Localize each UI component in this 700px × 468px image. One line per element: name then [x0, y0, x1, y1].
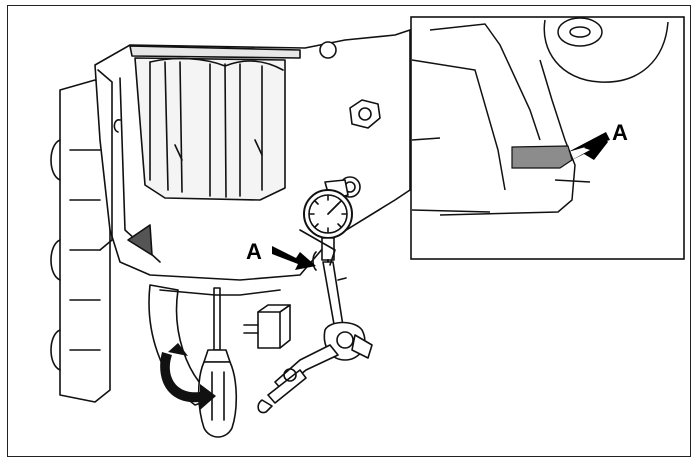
- indicator-stand: [257, 261, 373, 414]
- brake-pad-window: [134, 57, 286, 201]
- wheel-hub: [50, 79, 111, 403]
- guide-bolt: [319, 41, 381, 129]
- caliper-triangle-mark: [127, 224, 153, 256]
- rotation-arrow-icon: [160, 343, 216, 410]
- detail-inset: A: [410, 16, 685, 260]
- pointer-arrow-icon: [272, 246, 316, 270]
- callout-a-main: A: [246, 239, 262, 264]
- screwdriver-icon: [197, 287, 238, 438]
- magnetic-base: [243, 304, 291, 349]
- inset-shaded-recess: [511, 145, 573, 169]
- callout-a-inset: A: [612, 120, 628, 145]
- dial-indicator-icon: [303, 179, 353, 271]
